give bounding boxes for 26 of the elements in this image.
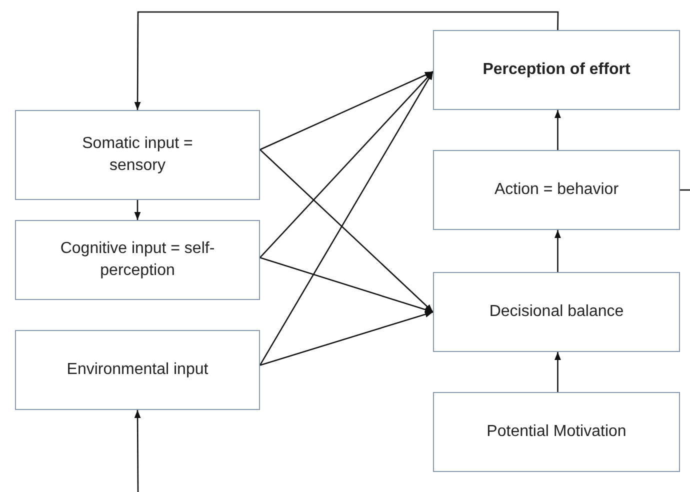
process-box: [15, 110, 260, 200]
arrow: [554, 110, 561, 150]
arrow: [260, 71, 434, 150]
arrow: [260, 256, 434, 313]
box-label: Action = behavior: [493, 180, 620, 200]
arrow: [134, 200, 141, 220]
arrow: [134, 410, 141, 492]
arrow: [260, 71, 434, 258]
box-label: Environmental input: [66, 360, 210, 380]
arrow: [260, 149, 434, 312]
arrow: [554, 352, 561, 392]
process-box: [433, 272, 680, 352]
box-label: Cognitive input = self-perception: [59, 238, 216, 281]
box-label: Potential Motivation: [486, 422, 628, 442]
arrow: [259, 71, 434, 366]
arrow: [554, 230, 561, 272]
process-box: [433, 150, 680, 230]
process-box: [15, 330, 260, 410]
box-label: Decisional balance: [488, 302, 625, 322]
arrow: [260, 311, 434, 366]
box-label: Somatic input = sensory: [81, 134, 194, 176]
process-box: [15, 220, 260, 300]
process-box: [433, 392, 680, 472]
box-label: Perception of effort: [482, 60, 632, 80]
arrow: [134, 11, 559, 110]
process-box: [433, 30, 680, 110]
